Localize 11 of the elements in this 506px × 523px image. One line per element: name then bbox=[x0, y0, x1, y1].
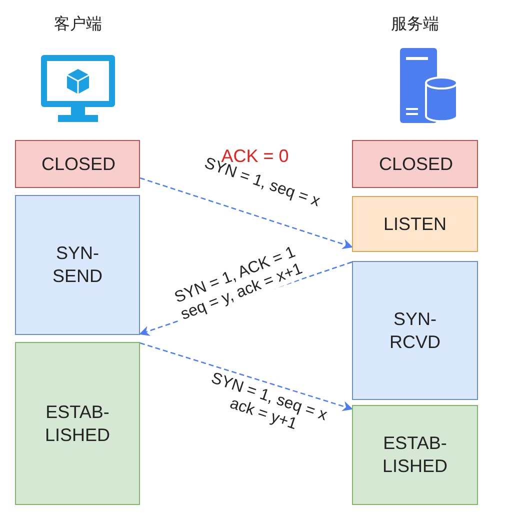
state-box: SYN-SEND bbox=[15, 195, 140, 335]
heading: 服务端 bbox=[390, 14, 440, 35]
arrow bbox=[140, 342, 353, 412]
state-box: LISTEN bbox=[352, 196, 478, 252]
state-box: CLOSED bbox=[352, 140, 478, 188]
state-box: CLOSED bbox=[15, 140, 140, 188]
state-box: ESTAB-LISHED bbox=[15, 342, 140, 505]
state-box: ESTAB-LISHED bbox=[352, 405, 478, 505]
heading: 客户端 bbox=[53, 14, 103, 35]
state-box: SYN-RCVD bbox=[352, 261, 478, 400]
arrow bbox=[140, 177, 353, 250]
